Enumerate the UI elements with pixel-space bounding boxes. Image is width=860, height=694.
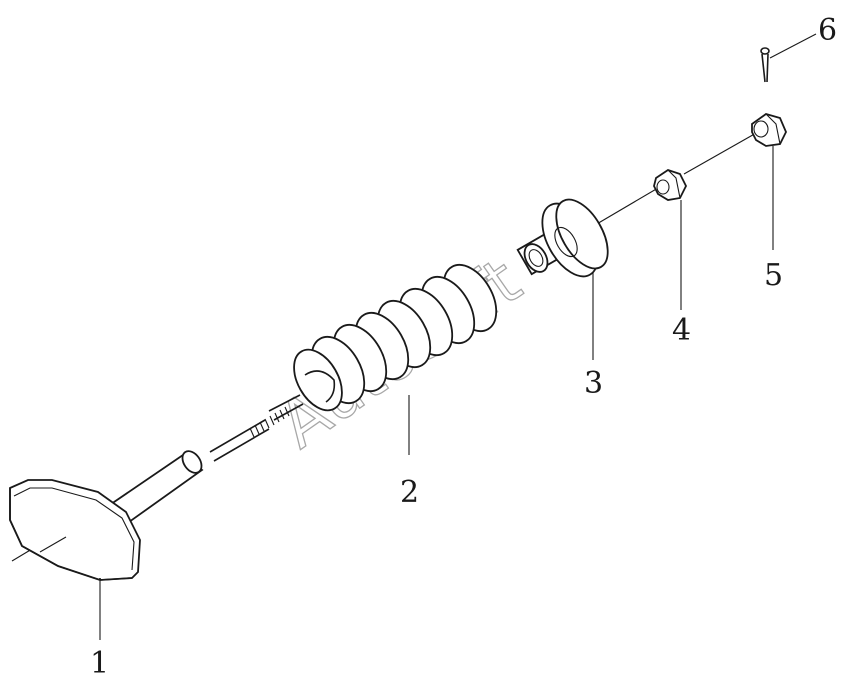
part-4-nut xyxy=(653,169,688,201)
part-label-2: 2 xyxy=(400,475,419,510)
assembly-axis xyxy=(11,131,759,562)
leader-line-6 xyxy=(769,33,817,59)
part-label-1: 1 xyxy=(90,646,109,681)
part-label-6: 6 xyxy=(818,13,837,48)
part-label-3: 3 xyxy=(584,366,603,401)
part-1-valve xyxy=(9,394,304,581)
part-label-4: 4 xyxy=(672,313,691,348)
leader-lines xyxy=(99,33,817,640)
part-5-nut xyxy=(751,113,787,147)
part-6-cotter-pin xyxy=(760,47,770,83)
part-label-5: 5 xyxy=(764,258,783,293)
part-2-spring xyxy=(293,264,498,412)
part-3-retainer xyxy=(516,198,609,278)
